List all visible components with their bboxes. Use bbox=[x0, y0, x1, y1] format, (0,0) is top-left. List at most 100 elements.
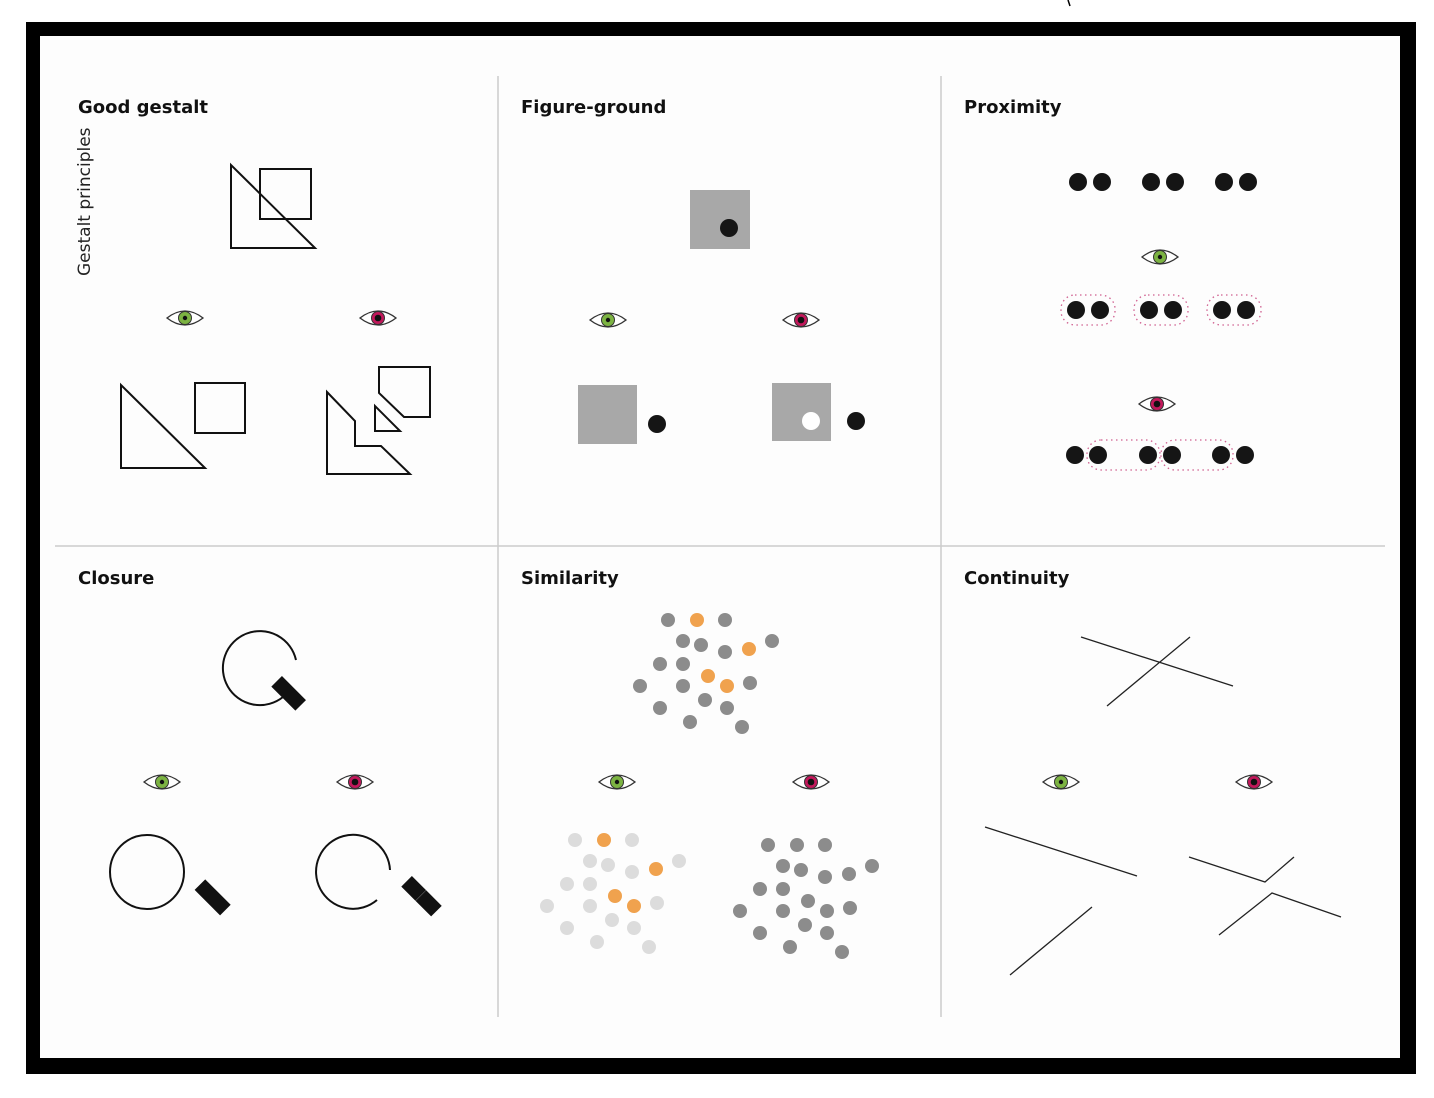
gray-dot bbox=[798, 918, 812, 932]
panel-title-good-gestalt: Good gestalt bbox=[78, 97, 208, 118]
panel-title-closure: Closure bbox=[78, 568, 154, 589]
canvas-background bbox=[40, 36, 1400, 1058]
straight-line bbox=[1009, 906, 1093, 976]
bent-line bbox=[1188, 856, 1295, 883]
panel-similarity bbox=[540, 613, 879, 959]
panel-good-gestalt bbox=[120, 162, 431, 475]
panel-closure bbox=[109, 630, 442, 917]
orange-dot bbox=[742, 642, 756, 656]
gray-dot bbox=[560, 877, 574, 891]
gray-dot bbox=[776, 859, 790, 873]
panel-title-continuity: Continuity bbox=[964, 568, 1070, 589]
handle-bar-part bbox=[401, 875, 427, 901]
gray-dot bbox=[718, 645, 732, 659]
straight-line bbox=[984, 826, 1138, 877]
gray-dot bbox=[653, 701, 667, 715]
closed-circle bbox=[109, 834, 185, 910]
black-dot bbox=[847, 412, 865, 430]
gray-dot bbox=[683, 715, 697, 729]
fragment-square-piece bbox=[378, 366, 431, 418]
gray-dot bbox=[801, 894, 815, 908]
gray-dot bbox=[627, 921, 641, 935]
gray-dot bbox=[676, 634, 690, 648]
separate-triangle bbox=[120, 382, 208, 469]
open-circle bbox=[221, 630, 297, 707]
gray-dot bbox=[560, 921, 574, 935]
overlap-square bbox=[259, 168, 312, 220]
gray-dot bbox=[835, 945, 849, 959]
gray-dot bbox=[820, 904, 834, 918]
cropped-text-fragment bbox=[1067, 0, 1071, 7]
orange-dot bbox=[690, 613, 704, 627]
separate-square bbox=[194, 382, 246, 434]
gray-dot bbox=[753, 882, 767, 896]
gray-dot bbox=[583, 899, 597, 913]
gray-dot bbox=[583, 877, 597, 891]
panel-title-similarity: Similarity bbox=[521, 568, 619, 589]
black-dot bbox=[720, 219, 738, 237]
gray-dot bbox=[694, 638, 708, 652]
gray-dot bbox=[590, 935, 604, 949]
dot-cluster-highlighted bbox=[540, 833, 686, 954]
overlap-triangle bbox=[230, 162, 318, 249]
gray-dot bbox=[818, 870, 832, 884]
panel-continuity bbox=[984, 636, 1342, 976]
gray-square-with-hole bbox=[772, 383, 831, 441]
gray-dot bbox=[765, 634, 779, 648]
gray-dot bbox=[818, 838, 832, 852]
gray-dot bbox=[653, 657, 667, 671]
gray-dot bbox=[776, 882, 790, 896]
panel-title-proximity: Proximity bbox=[964, 97, 1062, 118]
gray-dot bbox=[718, 613, 732, 627]
gray-dot bbox=[735, 720, 749, 734]
gray-dot bbox=[672, 854, 686, 868]
gray-dot bbox=[790, 838, 804, 852]
gray-dot bbox=[783, 940, 797, 954]
gray-dot bbox=[743, 676, 757, 690]
crossing-line bbox=[1080, 636, 1234, 687]
gray-dot bbox=[733, 904, 747, 918]
gray-dot bbox=[601, 858, 615, 872]
gray-dot bbox=[633, 679, 647, 693]
dot-row-3-misgrouped bbox=[1066, 439, 1254, 471]
gray-dot bbox=[698, 693, 712, 707]
gray-dot bbox=[605, 913, 619, 927]
gray-dot bbox=[568, 833, 582, 847]
orange-dot bbox=[720, 679, 734, 693]
dot-row-2-grouped bbox=[1060, 294, 1262, 326]
fragment-small-triangle bbox=[374, 403, 403, 432]
gray-dot bbox=[753, 926, 767, 940]
gray-dot bbox=[625, 865, 639, 879]
orange-dot bbox=[608, 889, 622, 903]
crossing-line bbox=[1106, 636, 1191, 707]
side-label: Gestalt principles bbox=[75, 127, 95, 276]
gray-square bbox=[690, 190, 750, 249]
panel-figure-ground bbox=[578, 190, 865, 444]
orange-dot bbox=[627, 899, 641, 913]
bent-line bbox=[1218, 892, 1342, 936]
open-circle bbox=[315, 833, 391, 910]
orange-dot bbox=[597, 833, 611, 847]
gray-dot bbox=[794, 863, 808, 877]
dot-cluster-original bbox=[633, 613, 779, 734]
handle-bar bbox=[194, 879, 231, 916]
handle-bar bbox=[271, 676, 306, 711]
gray-dot bbox=[625, 833, 639, 847]
orange-dot bbox=[649, 862, 663, 876]
gray-dot bbox=[650, 896, 664, 910]
panel-proximity bbox=[1060, 173, 1262, 471]
orange-dot bbox=[701, 669, 715, 683]
gray-dot bbox=[540, 899, 554, 913]
gray-dot bbox=[676, 657, 690, 671]
gray-dot bbox=[761, 838, 775, 852]
gray-dot bbox=[865, 859, 879, 873]
handle-bar-part bbox=[415, 890, 442, 917]
gray-dot bbox=[776, 904, 790, 918]
gray-dot bbox=[642, 940, 656, 954]
dot-cluster-uniform bbox=[733, 838, 879, 959]
gray-dot bbox=[820, 926, 834, 940]
gray-dot bbox=[661, 613, 675, 627]
gray-dot bbox=[842, 867, 856, 881]
black-dot bbox=[648, 415, 666, 433]
gray-dot bbox=[843, 901, 857, 915]
